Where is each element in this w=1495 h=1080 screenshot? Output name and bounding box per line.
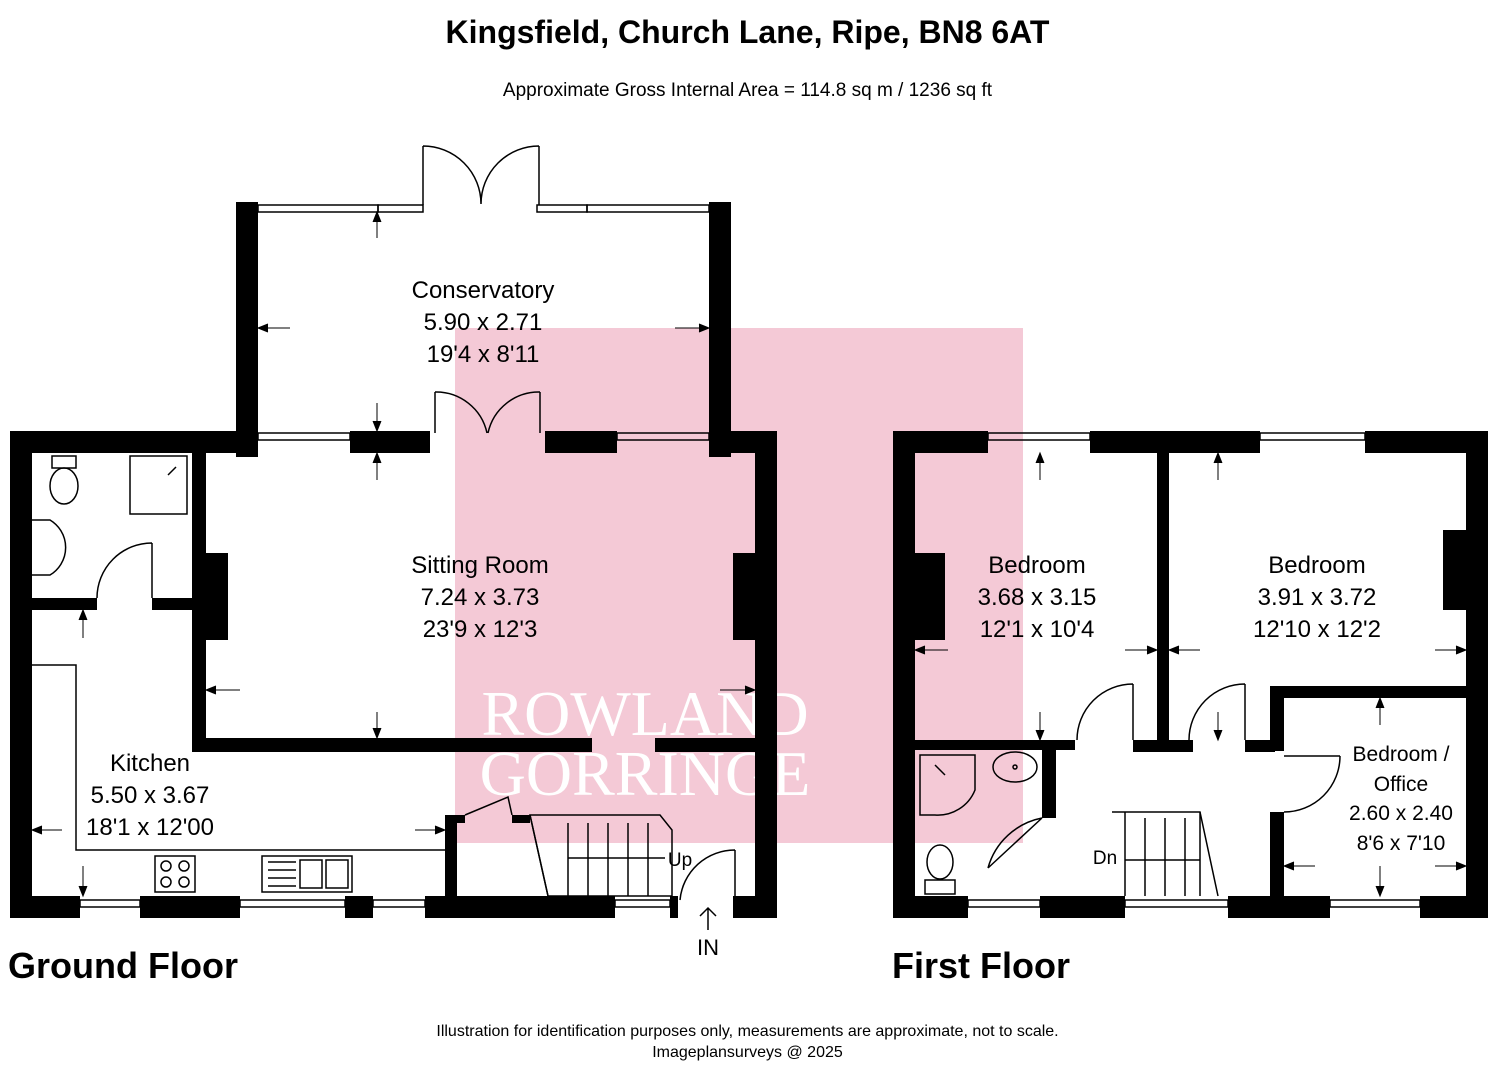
ground-floor-openings bbox=[13, 145, 736, 930]
area-subtitle: Approximate Gross Internal Area = 114.8 … bbox=[502, 80, 993, 101]
footer-credit: Imageplansurveys @ 2025 bbox=[652, 1044, 843, 1061]
room-metric: 5.90 x 2.71 bbox=[424, 309, 543, 336]
first-floor-label: First Floor bbox=[892, 945, 1070, 986]
room-imperial: 18'1 x 12'00 bbox=[86, 814, 214, 841]
room-imperial: 12'1 x 10'4 bbox=[980, 616, 1095, 643]
stairs-down-label: Dn bbox=[1093, 848, 1117, 869]
first-floor-walls bbox=[893, 431, 1488, 918]
first-floor-openings bbox=[919, 432, 1421, 908]
room-imperial: 19'4 x 8'11 bbox=[427, 341, 540, 368]
ground-floor-dimension-markers bbox=[30, 210, 757, 898]
room-imperial: 23'9 x 12'3 bbox=[423, 616, 538, 643]
first-floor-dimension-markers bbox=[913, 451, 1468, 898]
room-metric: 7.24 x 3.73 bbox=[421, 584, 540, 611]
room-bedroom-2: Bedroom 3.91 x 3.72 12'10 x 12'2 bbox=[1253, 552, 1381, 643]
room-metric: 2.60 x 2.40 bbox=[1349, 802, 1453, 825]
room-imperial: 12'10 x 12'2 bbox=[1253, 616, 1381, 643]
room-sitting-room: Sitting Room 7.24 x 3.73 23'9 x 12'3 bbox=[411, 552, 548, 643]
room-metric: 3.91 x 3.72 bbox=[1258, 584, 1377, 611]
room-name-line2: Office bbox=[1374, 773, 1428, 796]
room-imperial: 8'6 x 7'10 bbox=[1357, 832, 1446, 855]
room-kitchen: Kitchen 5.50 x 3.67 18'1 x 12'00 bbox=[86, 750, 214, 841]
room-name: Conservatory bbox=[412, 277, 555, 304]
room-name: Bedroom bbox=[1268, 552, 1365, 579]
room-name: Bedroom bbox=[988, 552, 1085, 579]
room-name: Kitchen bbox=[110, 750, 190, 777]
room-bedroom-office: Bedroom / Office 2.60 x 2.40 8'6 x 7'10 bbox=[1349, 743, 1453, 855]
room-metric: 3.68 x 3.15 bbox=[978, 584, 1097, 611]
footer-disclaimer: Illustration for identification purposes… bbox=[436, 1023, 1059, 1040]
room-conservatory: Conservatory 5.90 x 2.71 19'4 x 8'11 bbox=[412, 277, 555, 368]
stairs-up-label: Up bbox=[668, 850, 692, 871]
room-name-line1: Bedroom / bbox=[1353, 743, 1450, 766]
entrance-label: IN bbox=[697, 935, 719, 960]
room-bedroom-1: Bedroom 3.68 x 3.15 12'1 x 10'4 bbox=[978, 552, 1097, 643]
room-name: Sitting Room bbox=[411, 552, 548, 579]
room-metric: 5.50 x 3.67 bbox=[91, 782, 210, 809]
ground-floor-walls bbox=[10, 202, 777, 918]
page-title: Kingsfield, Church Lane, Ripe, BN8 6AT bbox=[445, 14, 1050, 50]
ground-floor-label: Ground Floor bbox=[8, 945, 238, 986]
